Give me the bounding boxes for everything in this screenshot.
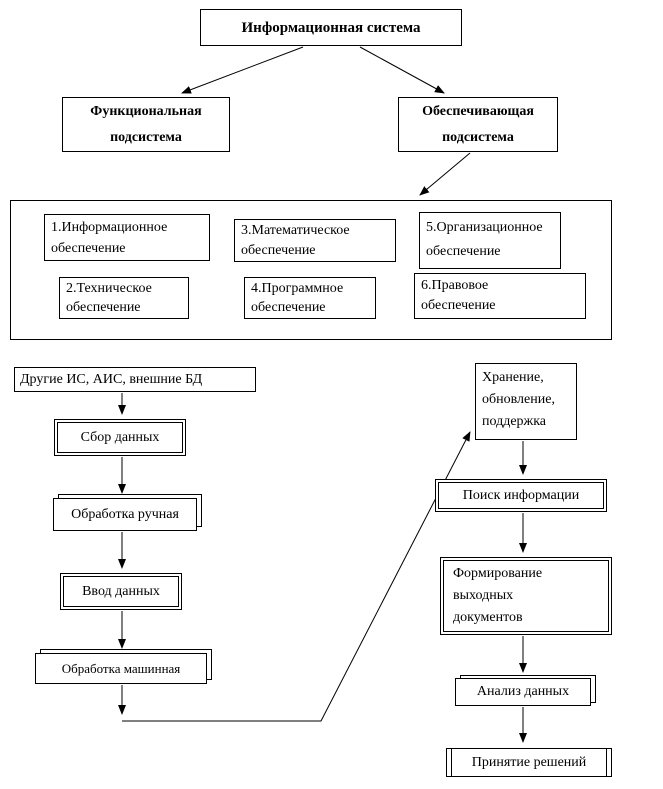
manual-processing-box: Обработка ручная bbox=[53, 498, 197, 531]
data-input-box: Ввод данных bbox=[60, 573, 182, 610]
root-box: Информационная система bbox=[200, 9, 462, 46]
data-analysis-box: Анализ данных bbox=[455, 678, 591, 706]
support-item-box-4: 4.Программное обеспечение bbox=[244, 277, 376, 319]
external-sources-box: Другие ИС, АИС, внешние БД bbox=[14, 367, 256, 392]
support-item-box-3: 3.Математическое обеспечение bbox=[234, 219, 396, 262]
storage-box: Хранение, обновление, поддержка bbox=[475, 363, 577, 440]
decision-box: Принятие решений bbox=[446, 748, 612, 777]
output-documents-box: Формирование выходных документов bbox=[440, 557, 612, 635]
support-item-box-1: 1.Информационное обеспечение bbox=[44, 214, 210, 261]
functional-subsystem-box: Функциональная подсистема bbox=[62, 97, 230, 152]
providing-subsystem-box: Обеспечивающая подсистема bbox=[398, 97, 558, 152]
data-collection-box: Сбор данных bbox=[54, 419, 186, 456]
machine-processing-box: Обработка машинная bbox=[35, 653, 207, 684]
support-item-box-5: 5.Организационное обеспечение bbox=[419, 212, 561, 269]
support-item-box-6: 6.Правовое обеспечение bbox=[414, 273, 586, 319]
support-item-box-2: 2.Техническое обеспечение bbox=[59, 277, 189, 319]
info-search-box: Поиск информации bbox=[435, 479, 607, 512]
